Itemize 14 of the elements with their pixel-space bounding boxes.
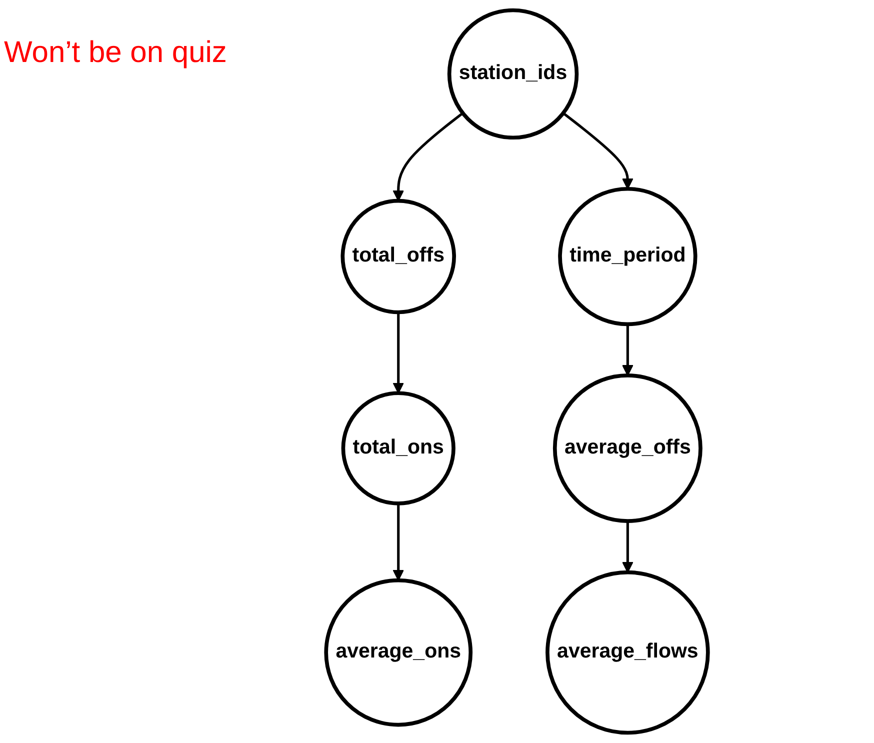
arrow [392, 503, 404, 581]
node-circle: time_period [558, 186, 698, 326]
node-circle: total_ons [341, 391, 456, 506]
node-circle: average_ons [324, 578, 473, 727]
node-circle: total_offs [340, 198, 456, 314]
arrow [622, 521, 634, 573]
arrow [562, 112, 634, 190]
note-text: Won’t be on quiz [4, 36, 227, 70]
node-circle: average_flows [546, 570, 710, 735]
arrow [392, 312, 404, 394]
arrow [392, 112, 464, 202]
arrow [622, 324, 634, 376]
node-circle: average_offs [552, 374, 702, 523]
node-circle: station_ids [447, 8, 579, 140]
